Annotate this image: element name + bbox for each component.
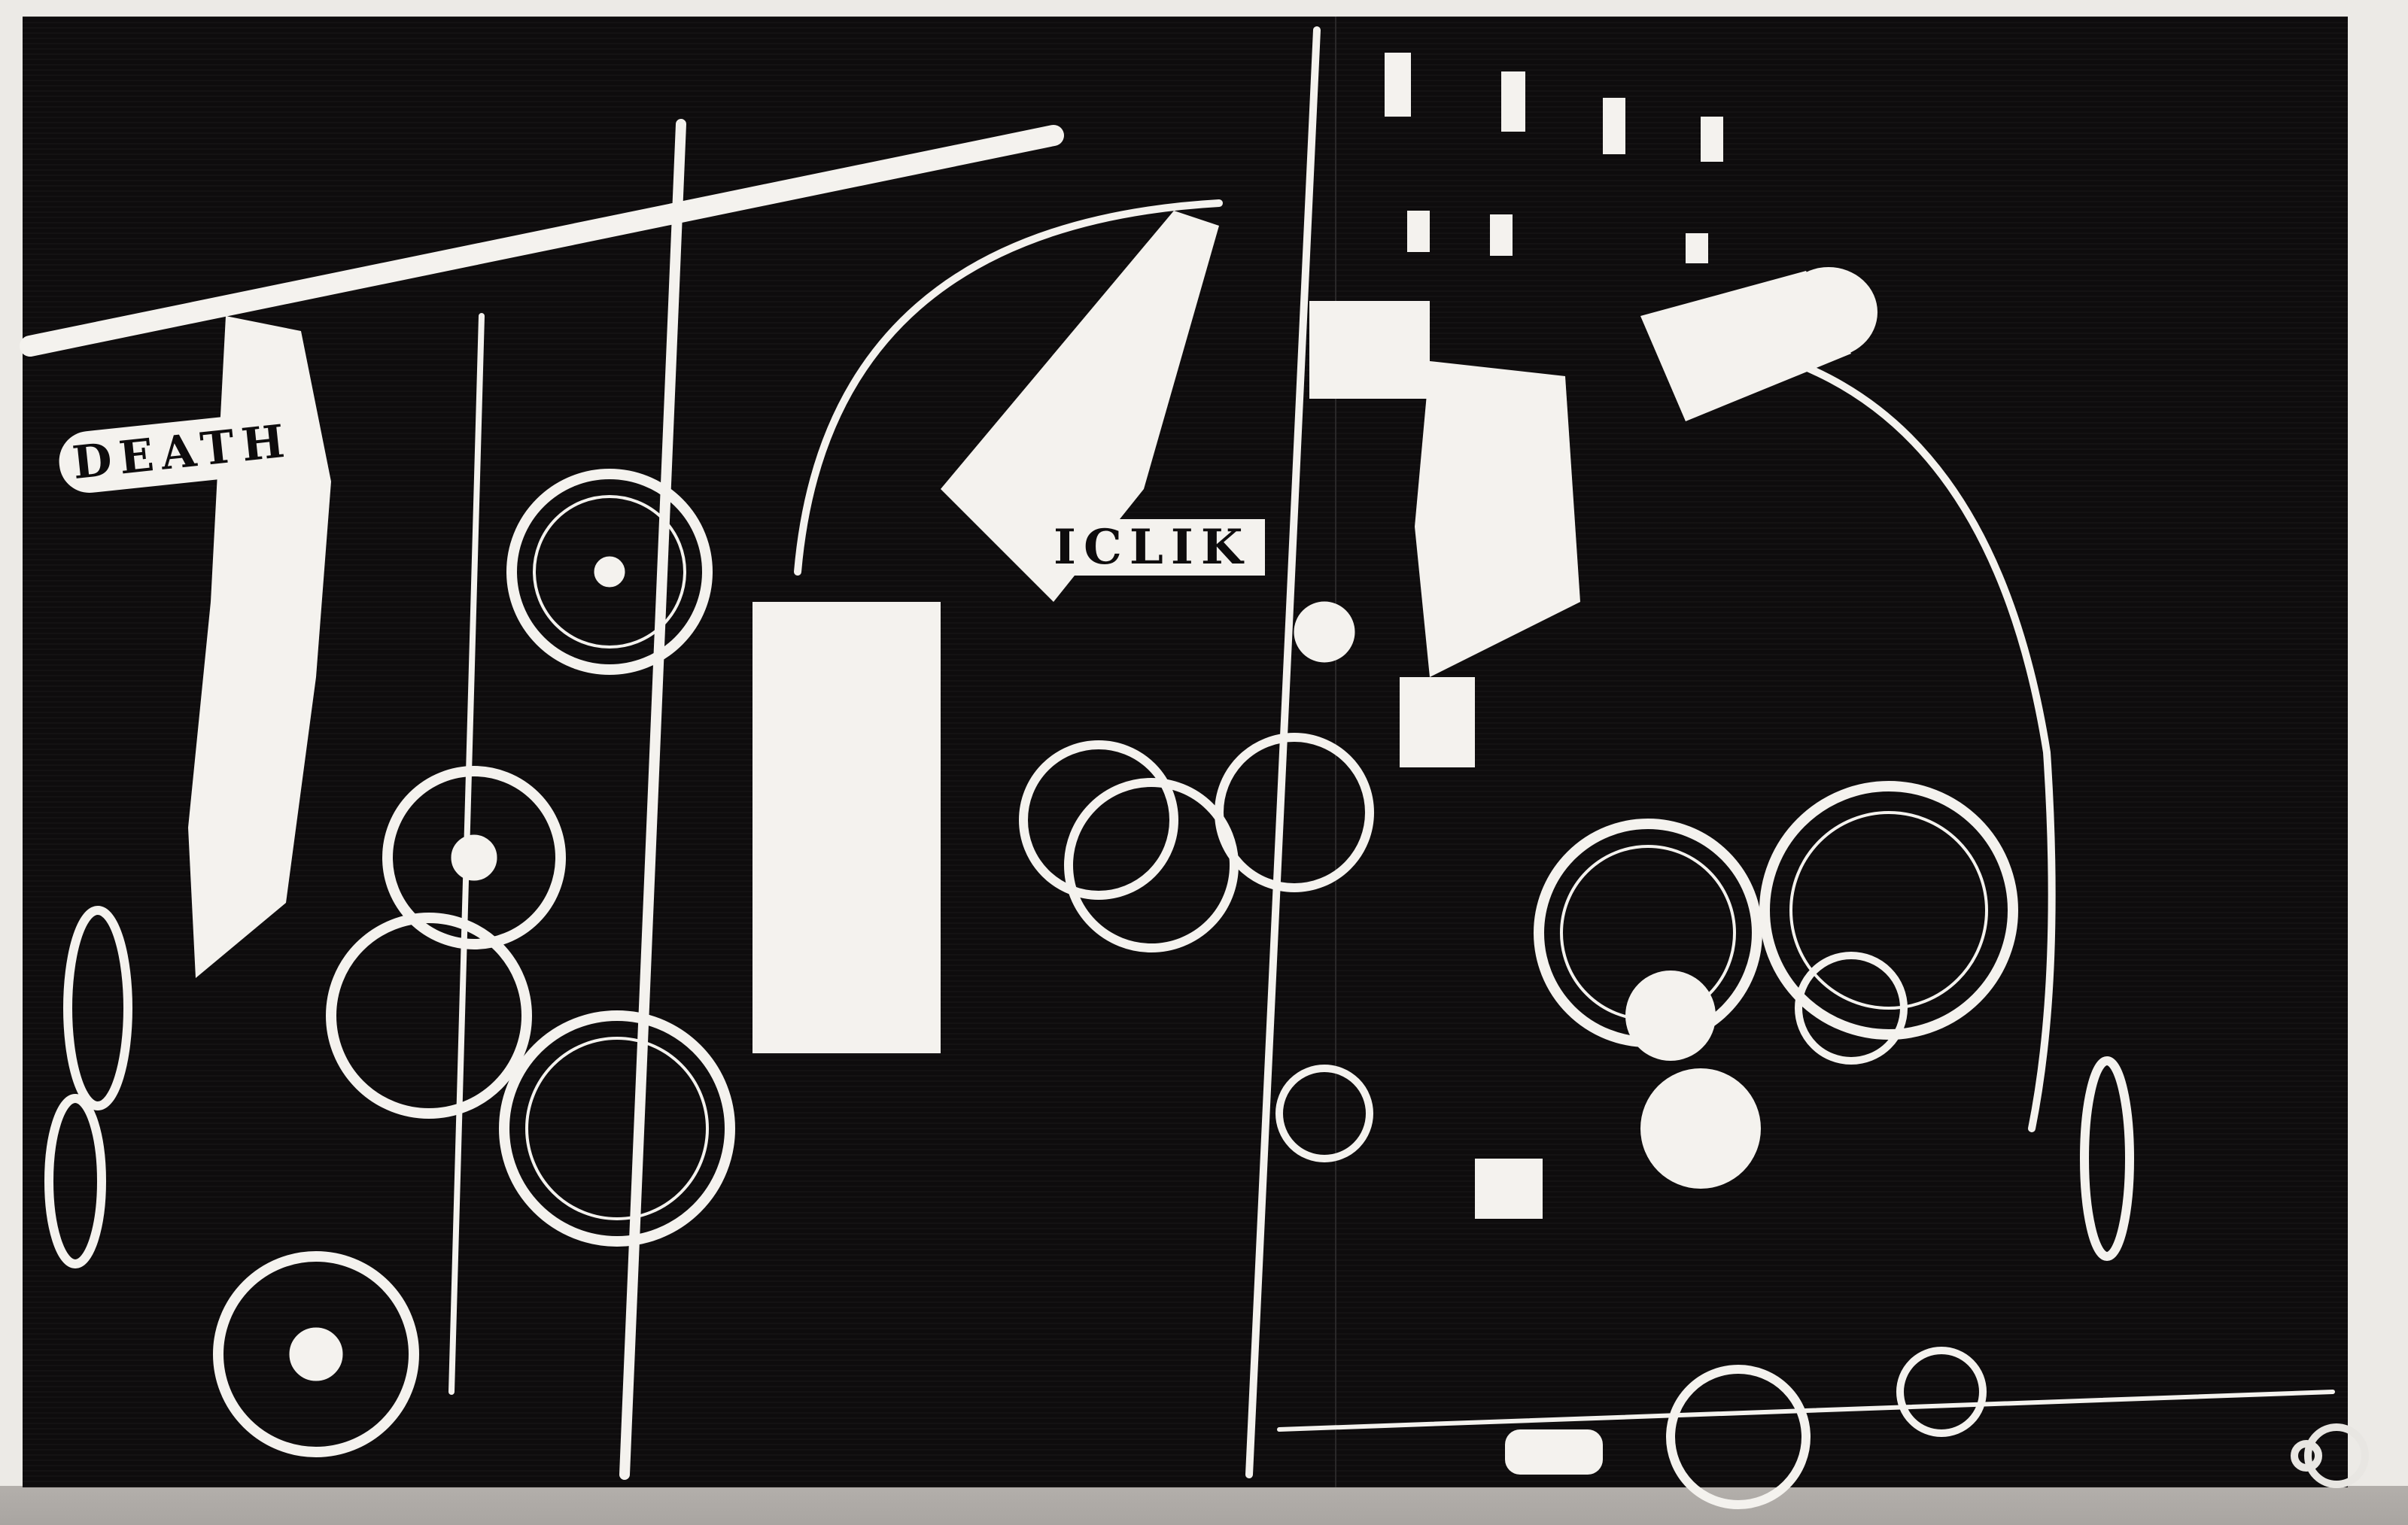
signature-mark — [2291, 1423, 2369, 1488]
wheel-1 — [506, 469, 713, 675]
gallery-floor — [0, 1486, 2408, 1525]
artwork-lettering-clik: ICLIK — [1038, 519, 1266, 576]
artwork-panel-right — [1336, 17, 2348, 1487]
